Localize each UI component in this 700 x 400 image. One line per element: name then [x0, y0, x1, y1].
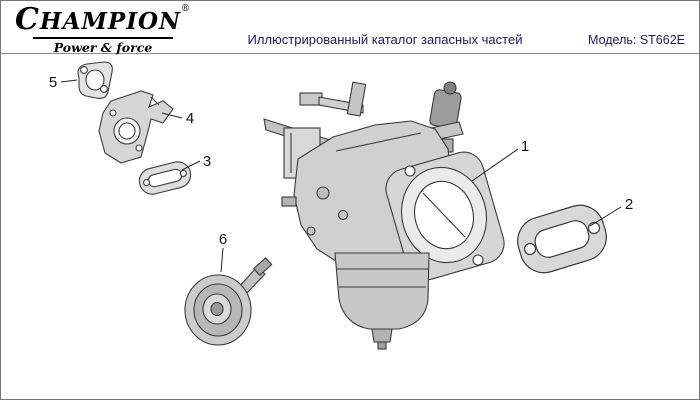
part-4-insulator	[98, 90, 174, 164]
idle-screw	[281, 196, 297, 207]
model-label: Модель: ST662E	[588, 33, 685, 47]
leader-line-3	[181, 160, 201, 171]
top-post	[346, 81, 367, 117]
callout-labels: 1 2 3 4 5 6	[49, 74, 633, 248]
registered-mark: ®	[181, 4, 191, 14]
solenoid-cap	[443, 81, 457, 95]
bowl-drain-bolt	[371, 328, 393, 343]
part-6-primer-pump	[184, 257, 273, 346]
leader-line-1	[471, 148, 519, 182]
bowl-bolt-tip	[377, 341, 387, 350]
callout-1: 1	[521, 138, 529, 155]
callout-4: 4	[186, 110, 194, 127]
insulator-bolt-hole	[135, 144, 143, 152]
brand-row: CHAMPION ®	[15, 5, 190, 35]
gasket-5-bolt-hole	[100, 85, 108, 93]
throttle-plate	[422, 192, 466, 238]
gasket-5-opening	[85, 69, 105, 91]
part-5-gasket	[77, 61, 113, 99]
flange-bolt-hole	[404, 165, 416, 177]
insulator-bore-inner	[118, 122, 136, 140]
leader-line-2	[589, 206, 622, 227]
callout-5: 5	[49, 74, 57, 91]
header: CHAMPION ® Power & force Иллюстрированны…	[1, 1, 699, 56]
part-2-gasket	[517, 204, 607, 274]
primer-cap	[210, 301, 224, 317]
gasket-3-bolt-hole	[179, 169, 187, 177]
mixture-screw	[316, 186, 330, 200]
callout-3: 3	[203, 153, 211, 170]
gasket-2-bolt-hole	[523, 242, 537, 256]
part-3-gasket	[138, 161, 192, 195]
callout-6: 6	[219, 231, 227, 248]
part-1-carburetor	[263, 81, 505, 350]
insulator-fork-line	[150, 96, 160, 106]
catalog-title: Иллюстрированный каталог запасных частей	[247, 32, 523, 47]
flange-bolt-hole	[472, 254, 484, 266]
leader-line-5	[60, 79, 78, 83]
body-screw	[306, 226, 316, 236]
leader-line-6	[220, 247, 224, 273]
brand-name: CHAMPION	[15, 2, 182, 37]
brand-tagline: Power & force	[33, 37, 173, 55]
gasket-2-opening	[534, 220, 590, 258]
leader-lines	[60, 79, 622, 273]
float-bowl	[334, 252, 430, 330]
gasket-5-bolt-hole	[80, 66, 88, 74]
body-detail-line	[335, 132, 422, 152]
champion-logo: CHAMPION ® Power & force	[15, 5, 190, 56]
body-screw	[337, 209, 349, 221]
leader-line-4	[161, 112, 183, 119]
insulator-bolt-hole	[109, 109, 117, 117]
callout-2: 2	[625, 196, 633, 213]
gasket-2-bolt-hole	[587, 221, 601, 235]
gasket-3-bolt-hole	[143, 179, 151, 187]
primer-nozzle	[252, 257, 273, 277]
